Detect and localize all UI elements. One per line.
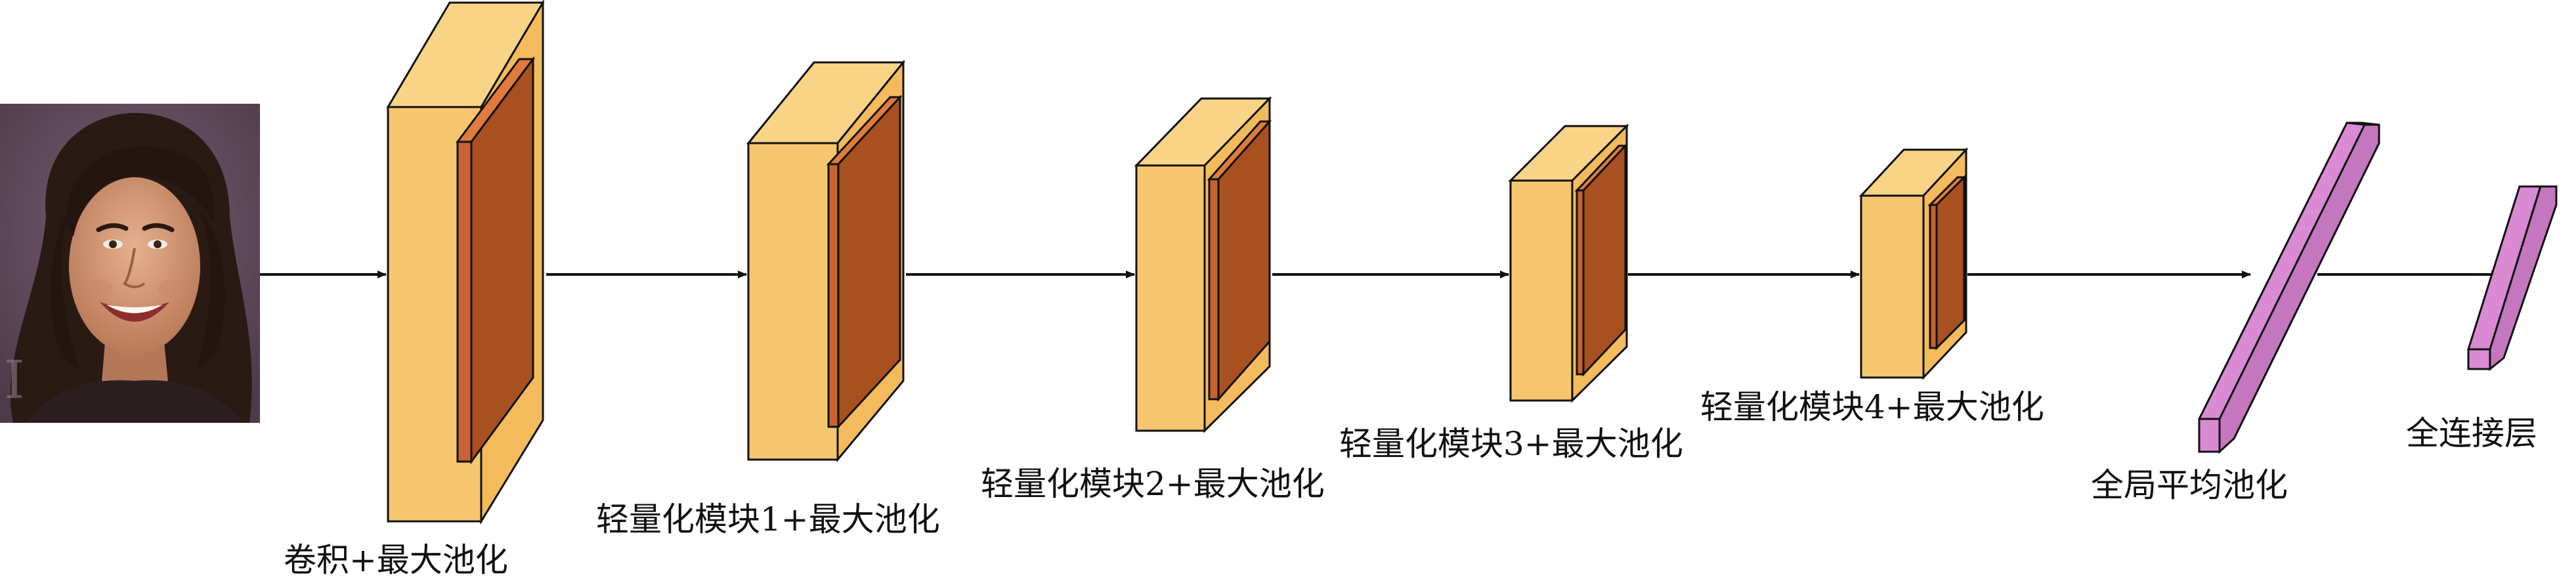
layer-vector-gap [2198, 121, 2380, 454]
label-fc: 全连接层 [2406, 414, 2537, 452]
layer-block-module2 [1134, 96, 1272, 433]
label-module2: 轻量化模块2+最大池化 [981, 465, 1325, 503]
label-module4: 轻量化模块4+最大池化 [1700, 388, 2044, 426]
layer-block-module1 [746, 59, 906, 463]
layer-vector-fc [2467, 185, 2558, 372]
label-conv: 卷积+最大池化 [284, 541, 508, 579]
svg-text:I: I [4, 349, 25, 410]
label-module3: 轻量化模块3+最大池化 [1339, 425, 1683, 463]
layer-block-module4 [1858, 147, 1969, 380]
layer-block-conv [386, 0, 545, 525]
label-gap: 全局平均池化 [2091, 466, 2288, 504]
label-module1: 轻量化模块1+最大池化 [596, 500, 940, 538]
input-face-image: I [0, 104, 260, 423]
layer-block-module3 [1508, 123, 1629, 403]
